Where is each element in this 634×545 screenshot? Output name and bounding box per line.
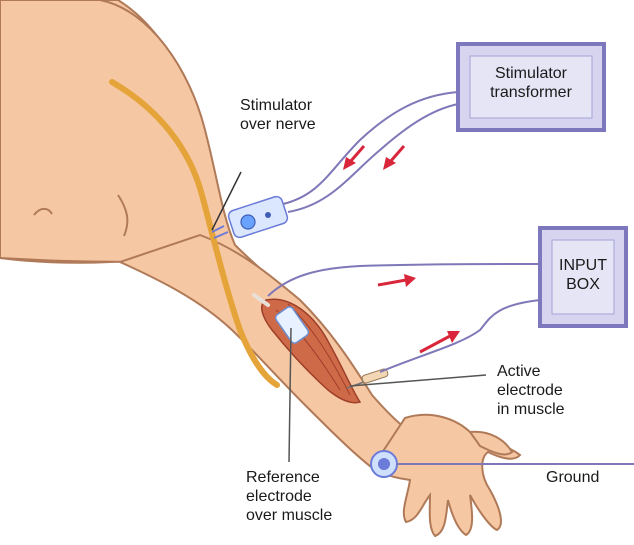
label-line: electrode xyxy=(497,381,565,400)
forearm-shape xyxy=(120,235,405,470)
label-active-electrode: Active electrode in muscle xyxy=(497,362,565,419)
label-line: in muscle xyxy=(497,400,565,419)
label-line: electrode xyxy=(246,487,332,506)
label-line: INPUT xyxy=(552,256,614,275)
label-line: Reference xyxy=(246,468,332,487)
label-line: Ground xyxy=(546,468,599,487)
label-line: BOX xyxy=(552,275,614,294)
hand-shape xyxy=(372,415,520,536)
label-line: transformer xyxy=(470,83,592,102)
recording-arrows xyxy=(378,274,460,352)
input-box-label: INPUT BOX xyxy=(552,256,614,294)
label-line: Stimulator xyxy=(240,96,316,115)
label-stimulator-over-nerve: Stimulator over nerve xyxy=(240,96,316,134)
label-ground: Ground xyxy=(546,468,599,487)
label-line: Stimulator xyxy=(470,64,592,83)
label-reference-electrode: Reference electrode over muscle xyxy=(246,468,332,525)
label-line: over muscle xyxy=(246,506,332,525)
active-electrode xyxy=(347,368,486,388)
stimulator-transformer-label: Stimulator transformer xyxy=(470,64,592,102)
label-line: Active xyxy=(497,362,565,381)
label-line: over nerve xyxy=(240,115,316,134)
